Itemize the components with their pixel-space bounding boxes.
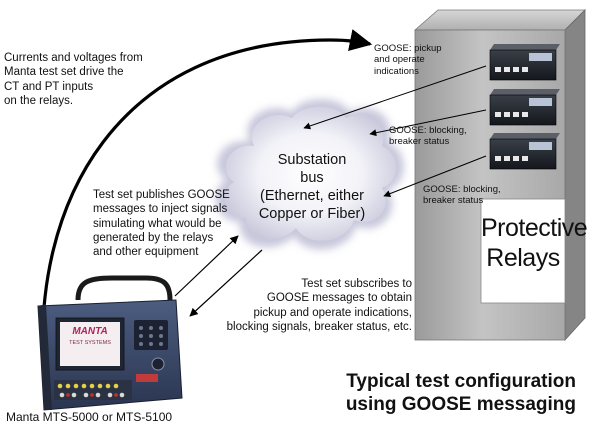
- subscribe-arrow: [189, 249, 263, 317]
- relay-label-line: Protective: [481, 214, 588, 242]
- annotation-line: Test set publishes GOOSE: [93, 189, 230, 201]
- annotation-line: and operate: [374, 54, 425, 66]
- cloud-line: Substation: [277, 152, 347, 168]
- annotation-line: Test set subscribes to: [301, 278, 412, 290]
- annotation-line: generated by the relays: [93, 231, 214, 244]
- substation-bus-label: Substation bus (Ethernet, either Copper …: [248, 152, 376, 224]
- cloud-line: (Ethernet, either: [260, 187, 364, 204]
- annotation-line: indications: [374, 65, 419, 77]
- annotation-currents-voltages: Currents and voltages from Manta test se…: [4, 51, 143, 108]
- annotation-line: simulating what would be: [93, 217, 222, 230]
- device-screen-sub: TEST SYSTEMS: [69, 340, 111, 346]
- annotation-line: Manta test set drive the: [4, 66, 124, 79]
- device-screen: [60, 322, 120, 366]
- relay-label-line: Relays: [486, 244, 560, 272]
- annotation-line: CT and PT inputs: [4, 80, 94, 93]
- cloud-line: bus: [300, 169, 324, 186]
- annotation-line: pickup and operate indications,: [253, 306, 412, 319]
- annotation-goose-pickup: GOOSE: pickup and operate indications: [374, 43, 442, 77]
- annotation-line: GOOSE messages to obtain: [266, 292, 412, 305]
- annotation-line: and other equipment: [93, 246, 199, 258]
- cabinet-side: [564, 9, 586, 342]
- annotation-line: GOOSE: pickup: [374, 43, 442, 54]
- cloud-line: Copper or Fiber): [258, 205, 366, 222]
- diagram-title: Typical test configuration using GOOSE m…: [290, 371, 576, 417]
- annotation-line: blocking signals, breaker status, etc.: [226, 320, 412, 333]
- annotation-line: Currents and voltages from: [4, 52, 143, 64]
- annotation-test-set-publishes: Test set publishes GOOSE messages to inj…: [93, 188, 230, 259]
- annotation-goose-blocking-1: GOOSE: blocking, breaker status: [389, 125, 467, 148]
- substation-bus-cloud: [215, 99, 404, 250]
- device-caption: Manta MTS-5000 or MTS-5100: [6, 410, 173, 424]
- relay-unit-3: [489, 133, 560, 170]
- annotation-line: GOOSE: blocking,: [389, 125, 467, 136]
- relay-unit-1: [489, 44, 560, 81]
- cabinet-label-plate: [480, 198, 566, 304]
- annotation-test-set-subscribes: Test set subscribes to GOOSE messages to…: [226, 277, 412, 334]
- relay-unit-2: [489, 89, 560, 126]
- annotation-line: on the relays.: [4, 94, 74, 107]
- arrows: [41, 29, 487, 379]
- annotation-line: breaker status: [389, 136, 450, 148]
- blocking-arrow-1: [369, 109, 487, 137]
- pickup-arrow: [303, 65, 487, 130]
- protective-relays-label: Protective Relays: [481, 213, 588, 273]
- manta-test-set: [37, 275, 183, 411]
- title-line: Typical test configuration: [346, 371, 576, 392]
- annotation-line: breaker status: [423, 195, 484, 207]
- publish-arrow: [174, 235, 239, 297]
- cabinet-top: [413, 9, 586, 31]
- title-line: using GOOSE messaging: [345, 393, 576, 415]
- annotation-goose-blocking-2: GOOSE: blocking, breaker status: [423, 184, 501, 207]
- annotation-line: messages to inject signals: [93, 203, 228, 216]
- ct-pt-drive-arrow: [41, 29, 373, 379]
- blocking-arrow-2: [383, 155, 487, 197]
- annotation-line: GOOSE: blocking,: [423, 184, 501, 195]
- device-screen-brand: MANTA: [72, 326, 108, 337]
